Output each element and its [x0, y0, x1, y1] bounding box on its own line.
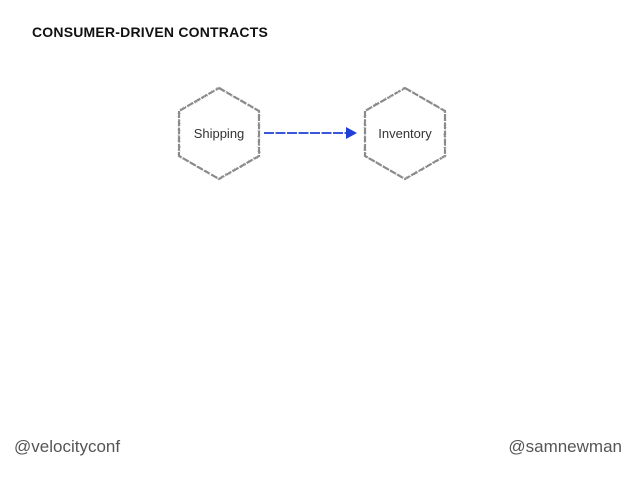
edge-shipping-to-inventory — [264, 127, 357, 139]
slide-title: CONSUMER-DRIVEN CONTRACTS — [32, 24, 268, 40]
inventory-hexagon — [363, 86, 447, 181]
node-shipping: Shipping — [177, 86, 261, 181]
footer-conference-handle: @velocityconf — [14, 437, 121, 456]
shipping-hexagon — [177, 86, 261, 181]
node-inventory: Inventory — [363, 86, 447, 181]
footer-speaker-handle: @samnewman — [508, 437, 622, 456]
inventory-label: Inventory — [378, 126, 432, 141]
arrowhead-icon — [346, 127, 357, 139]
shipping-label: Shipping — [194, 126, 245, 141]
